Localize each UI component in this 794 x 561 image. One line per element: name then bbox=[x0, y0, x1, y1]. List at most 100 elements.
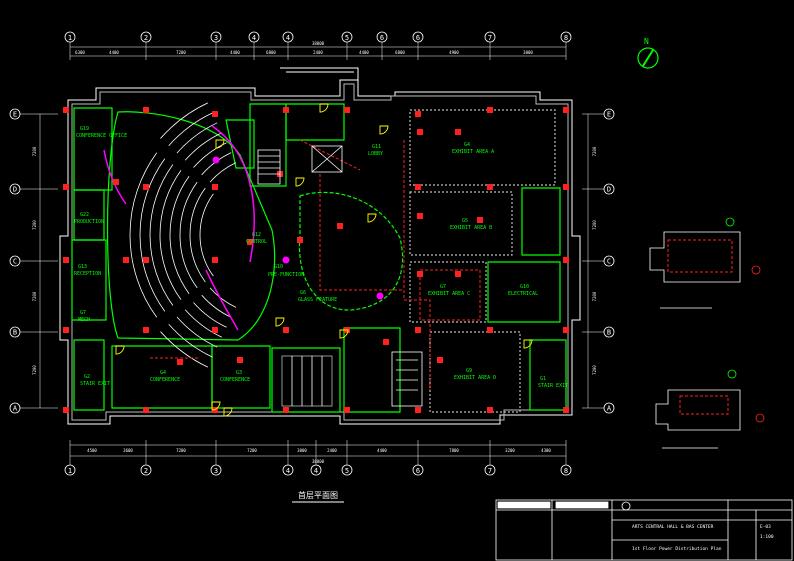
dimension-text: 4400 bbox=[109, 50, 119, 55]
power-outlet bbox=[212, 327, 218, 333]
grid-bubble-label: 4 bbox=[314, 467, 318, 475]
power-outlet bbox=[143, 407, 149, 413]
seat-row bbox=[184, 309, 223, 338]
title-block-text: ARTS CENTRAL HALL & BAS CENTER 1st Floor… bbox=[632, 524, 774, 552]
plan-title: 首层平面图 bbox=[292, 490, 344, 503]
project-name: ARTS CENTRAL HALL & BAS CENTER bbox=[632, 524, 714, 530]
grid-bubble-label: 6 bbox=[416, 467, 420, 475]
dimension-text: 4500 bbox=[87, 448, 97, 453]
grid-bubble-label: 6 bbox=[380, 34, 384, 42]
dimension-text: 4400 bbox=[230, 50, 240, 55]
door-swing bbox=[275, 317, 285, 327]
seat-row bbox=[176, 316, 218, 348]
seat-row bbox=[168, 324, 213, 358]
power-outlet bbox=[283, 107, 289, 113]
dimension-text: 7200 bbox=[32, 365, 37, 375]
power-outlet bbox=[63, 257, 69, 263]
power-outlet bbox=[143, 107, 149, 113]
dimension-text: 7200 bbox=[592, 146, 597, 156]
grid-bubble-label: 8 bbox=[564, 34, 568, 42]
power-outlet bbox=[415, 184, 421, 190]
power-outlet bbox=[415, 327, 421, 333]
power-outlet bbox=[563, 257, 569, 263]
seat-row bbox=[189, 187, 206, 283]
power-outlet bbox=[487, 407, 493, 413]
grid-bubble-label: 5 bbox=[345, 34, 349, 42]
grid-bubble-label: 8 bbox=[564, 467, 568, 475]
power-circuits bbox=[150, 139, 733, 415]
seat-row bbox=[193, 142, 227, 168]
power-outlet bbox=[487, 327, 493, 333]
power-outlet bbox=[143, 327, 149, 333]
room-label: CONFERENCE bbox=[220, 377, 250, 383]
dimension-text: 7200 bbox=[32, 291, 37, 301]
grid-bubble-label: 5 bbox=[345, 467, 349, 475]
room-label: G9 bbox=[466, 368, 472, 374]
detail-inset-upper bbox=[649, 217, 761, 309]
room-label: LOBBY bbox=[368, 151, 383, 157]
power-outlet bbox=[417, 213, 423, 219]
room-label: G12 bbox=[252, 232, 261, 238]
plan-title-text: 首层平面图 bbox=[298, 490, 338, 500]
seat-row bbox=[176, 122, 218, 154]
dimension-text: 6300 bbox=[75, 50, 85, 55]
dimension-text: 7200 bbox=[247, 448, 257, 453]
dimension-text: 2400 bbox=[313, 50, 323, 55]
power-outlet bbox=[344, 407, 350, 413]
grid-bubble-label: 3 bbox=[214, 34, 218, 42]
power-outlet bbox=[63, 107, 69, 113]
seat-row bbox=[159, 170, 182, 300]
seat-row bbox=[168, 112, 213, 146]
power-outlet bbox=[417, 129, 423, 135]
seat-row bbox=[193, 302, 227, 328]
dimension-text: 3000 bbox=[297, 448, 307, 453]
grid-bubble-label: 4 bbox=[286, 34, 290, 42]
power-outlet bbox=[455, 271, 461, 277]
power-outlet bbox=[563, 107, 569, 113]
dimension-text: 3600 bbox=[123, 448, 133, 453]
room-label: G5 bbox=[462, 218, 468, 224]
door-swing bbox=[339, 329, 349, 339]
door-swing bbox=[215, 139, 225, 149]
dimension-text: 4400 bbox=[377, 448, 387, 453]
sheet-scale: 1:100 bbox=[760, 534, 774, 540]
room-label: G7 bbox=[80, 310, 86, 316]
room-label: PRODUCTION bbox=[74, 219, 104, 225]
door-swing bbox=[319, 103, 329, 113]
grid-bubble-label: B bbox=[13, 329, 17, 337]
grid-bubble-label: E bbox=[13, 111, 17, 119]
room-label: ELECTRICAL bbox=[508, 291, 538, 297]
power-outlet bbox=[283, 407, 289, 413]
room-label: STAIR EXIT bbox=[80, 381, 110, 387]
dimension-text: 4400 bbox=[359, 50, 369, 55]
junction-point bbox=[212, 156, 220, 164]
door-swing bbox=[523, 339, 533, 349]
room-label: CONFERENCE OFFICE bbox=[76, 133, 127, 139]
power-outlet bbox=[143, 184, 149, 190]
grid-bubble-label: D bbox=[13, 186, 17, 194]
grid-bubble-label: 7 bbox=[488, 34, 492, 42]
door-swing bbox=[367, 213, 377, 223]
title-block bbox=[495, 499, 793, 561]
power-outlet bbox=[247, 239, 253, 245]
power-outlet bbox=[212, 111, 218, 117]
dimension-text: 6800 bbox=[395, 50, 405, 55]
power-outlet bbox=[297, 237, 303, 243]
seat-row bbox=[209, 287, 237, 308]
building-outline bbox=[59, 67, 581, 425]
room-label: G4 bbox=[464, 142, 470, 148]
door-swing bbox=[211, 401, 221, 411]
power-outlet bbox=[563, 184, 569, 190]
door-swing bbox=[223, 407, 233, 417]
room-label: G4 bbox=[160, 370, 166, 376]
room-label: G19 bbox=[80, 126, 89, 132]
power-outlet bbox=[417, 271, 423, 277]
dimension-text: 7200 bbox=[592, 220, 597, 230]
detail-inset-lower bbox=[655, 369, 765, 449]
room-label: G2 bbox=[84, 374, 90, 380]
room-label: G10 bbox=[520, 284, 529, 290]
sheet-number: E-03 bbox=[760, 524, 771, 530]
